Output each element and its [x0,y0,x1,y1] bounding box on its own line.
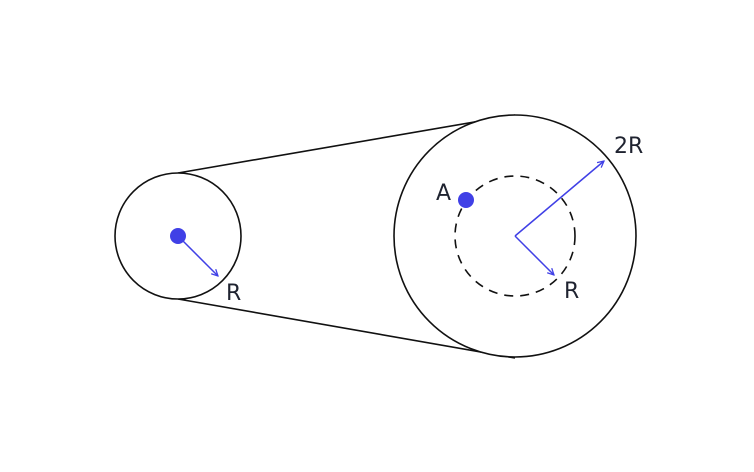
inner-radius-arrow [514,235,554,275]
small-radius-label: R [226,281,241,306]
large-radius-label: 2R [614,134,643,159]
small-radius-arrow [177,235,218,276]
belt-bottom-line [177,298,516,359]
inner-radius-label: R [564,279,579,304]
large-radius-arrow [514,161,604,237]
point-a-dot [458,192,474,208]
belt-top-line [177,114,516,174]
inner-dashed-circle [454,175,576,297]
point-a-label: A [436,181,451,206]
